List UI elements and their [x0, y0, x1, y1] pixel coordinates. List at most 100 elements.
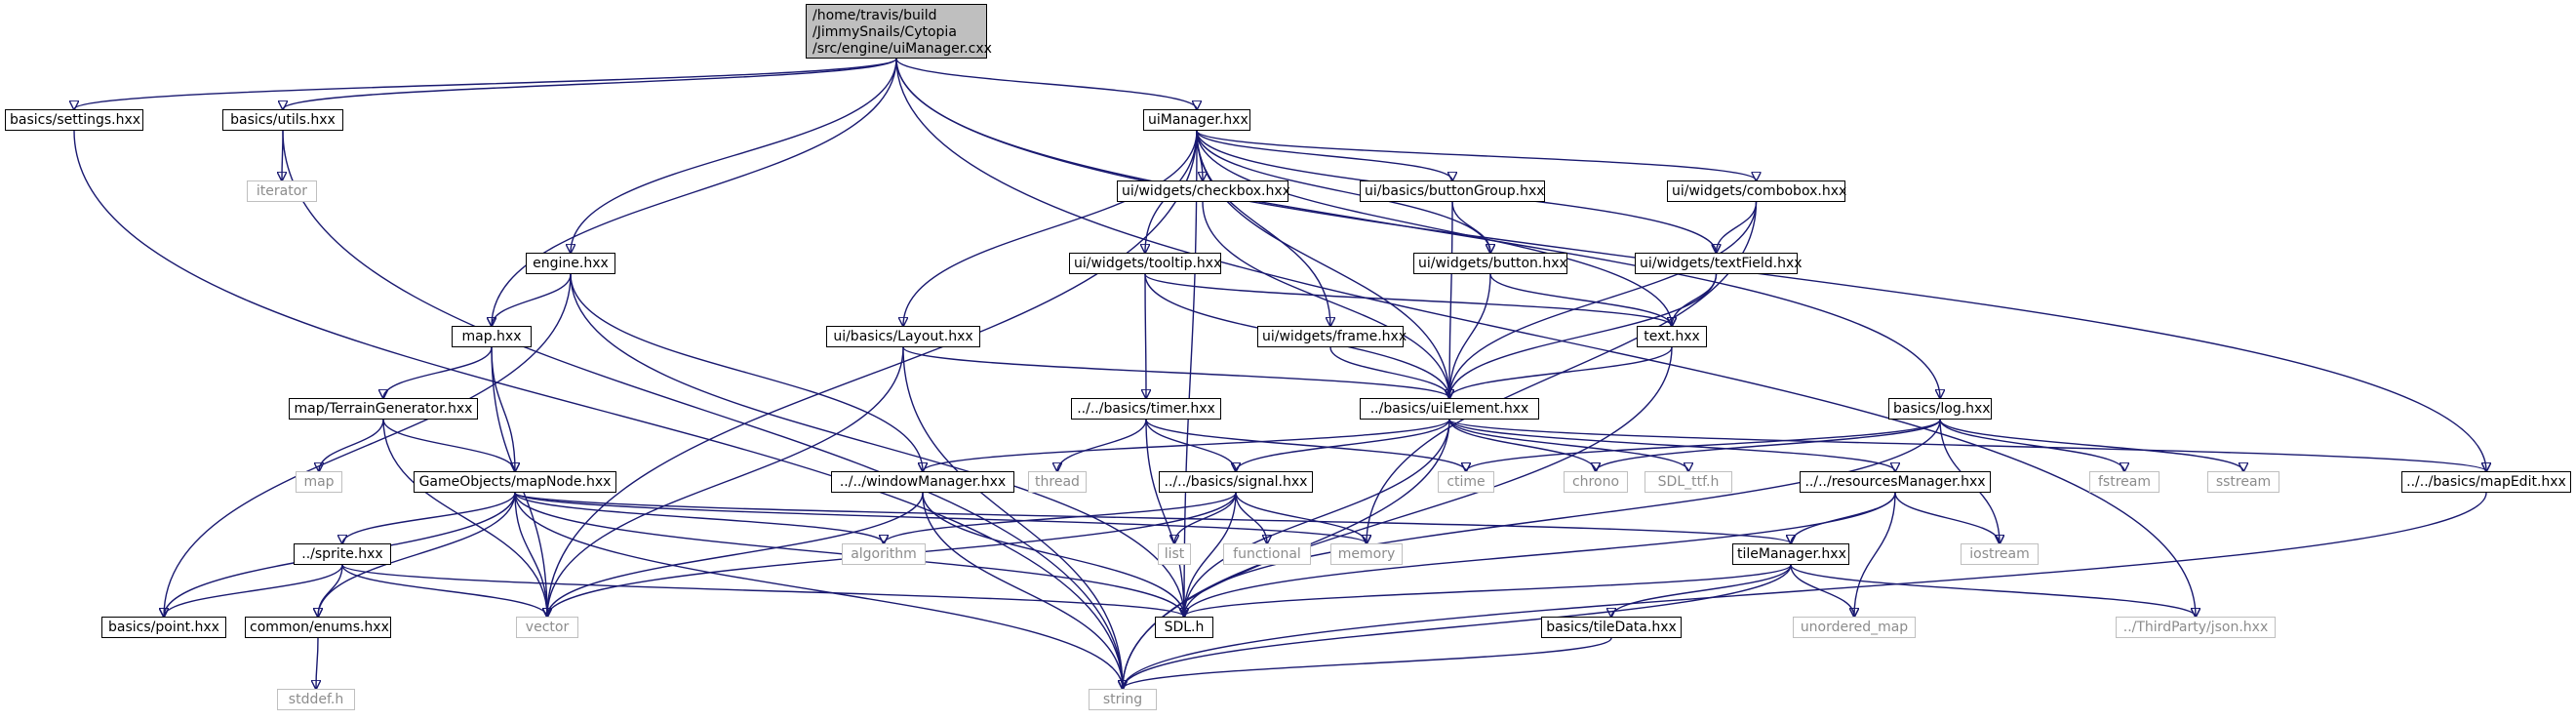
edge-engine-to-map [492, 273, 572, 326]
edge-root-to-engine [571, 58, 897, 253]
edge-resourcesManager-to-sdl [1184, 492, 1896, 617]
node-settings[interactable]: basics/settings.hxx [5, 109, 143, 131]
edge-uiManager_hxx-to-layout [903, 130, 1198, 326]
edge-uiManager_hxx-to-combobox [1196, 130, 1757, 180]
edge-tileManager-to-tileData [1611, 564, 1792, 617]
node-iostream: iostream [1961, 543, 2039, 565]
edge-uiElement-to-resourcesManager [1448, 419, 1895, 471]
node-signal[interactable]: ../../basics/signal.hxx [1159, 471, 1313, 493]
node-mapedit[interactable]: ../../basics/mapEdit.hxx [2401, 471, 2571, 493]
node-frame[interactable]: ui/widgets/frame.hxx [1257, 326, 1407, 347]
node-point[interactable]: basics/point.hxx [101, 617, 226, 638]
edge-uiElement-to-mapEdit [1448, 419, 2486, 471]
edge-uiElement-to-windowManager [923, 419, 1450, 471]
node-mapnode[interactable]: GameObjects/mapNode.hxx [414, 471, 616, 493]
node-tilemanager[interactable]: tileManager.hxx [1732, 543, 1849, 565]
edge-root-to-map [492, 58, 897, 326]
edge-root-to-settings [74, 58, 897, 109]
edge-layout-to-uiElement [902, 346, 1449, 398]
edge-signal-to-memory [1235, 492, 1367, 543]
edge-log-to-fstream [1939, 419, 2124, 471]
node-timer[interactable]: ../../basics/timer.hxx [1071, 398, 1221, 420]
node-memory: memory [1330, 543, 1403, 565]
edge-uiElement-to-sdl_ttf [1448, 419, 1688, 471]
edge-log-to-chrono [1596, 419, 1941, 471]
edge-utils-to-iterator [282, 130, 283, 180]
node-sdl[interactable]: SDL.h [1155, 617, 1213, 638]
node-iterator: iterator [247, 180, 317, 202]
edge-checkbox-to-uiElement [1202, 201, 1449, 398]
edge-terrainGen-to-vector [382, 419, 547, 617]
edge-uiManager_hxx-to-uiElement [1196, 130, 1449, 398]
edge-combobox-to-uiElement [1449, 201, 1758, 398]
edge-map-to-terrainGen [383, 346, 493, 398]
edge-log-to-ctime [1466, 419, 1941, 471]
node-windowmanager[interactable]: ../../windowManager.hxx [831, 471, 1014, 493]
node-textfield[interactable]: ui/widgets/textField.hxx [1635, 253, 1803, 274]
edge-tileData-to-string [1123, 637, 1612, 689]
node-vector: vector [516, 617, 578, 638]
edge-root-to-utils [283, 58, 897, 109]
node-sprite[interactable]: ../sprite.hxx [294, 543, 391, 565]
edge-tooltip-to-text [1144, 273, 1672, 326]
node-map[interactable]: map.hxx [452, 326, 532, 347]
node-resourcesmanager[interactable]: ../../resourcesManager.hxx [1800, 471, 1991, 493]
edge-layout-to-vector [547, 346, 904, 617]
node-stddef: stddef.h [277, 689, 355, 710]
node-combobox[interactable]: ui/widgets/combobox.hxx [1667, 180, 1846, 202]
node-utils[interactable]: basics/utils.hxx [222, 109, 343, 131]
edge-enums-to-stddef [316, 637, 318, 689]
edge-sprite-to-point [164, 564, 343, 617]
edge-button-to-uiElement [1449, 273, 1491, 398]
edge-mapNode-to-algorithm [514, 492, 884, 543]
edge-windowManager-to-sdl [922, 492, 1184, 617]
node-checkbox[interactable]: ui/widgets/checkbox.hxx [1117, 180, 1290, 202]
node-tooltip[interactable]: ui/widgets/tooltip.hxx [1069, 253, 1221, 274]
root-line-3: /src/engine/uiManager.cxx [812, 41, 992, 57]
edge-engine-to-windowManager [570, 273, 923, 471]
edge-utils-to-string [282, 130, 1123, 689]
edge-mapNode-to-sprite [342, 492, 516, 543]
edge-signal-to-list [1174, 492, 1237, 543]
edge-terrainGen-to-map_std [319, 419, 384, 471]
edge-uiManager_hxx-to-buttonGroup [1196, 130, 1452, 180]
edge-map-to-mapNode [491, 346, 515, 471]
node-enums[interactable]: common/enums.hxx [245, 617, 391, 638]
edge-buttonGroup-to-button [1451, 201, 1490, 253]
edge-log-to-sdl [1184, 419, 1941, 617]
node-fstream: fstream [2089, 471, 2160, 493]
node-tiledata[interactable]: basics/tileData.hxx [1541, 617, 1682, 638]
edge-root-to-json [895, 58, 2196, 617]
edge-mapNode-to-tileManager [514, 492, 1791, 543]
edge-tileManager-to-json [1790, 564, 2196, 617]
node-button[interactable]: ui/widgets/button.hxx [1413, 253, 1567, 274]
node-uielement[interactable]: ../basics/uiElement.hxx [1360, 398, 1539, 420]
node-engine[interactable]: engine.hxx [526, 253, 615, 274]
node-ctime: ctime [1438, 471, 1494, 493]
edge-sprite-to-enums [318, 564, 343, 617]
edge-resourcesManager-to-iostream [1894, 492, 2000, 543]
edge-signal-to-functional [1235, 492, 1267, 543]
edge-textField-to-uiElement [1449, 273, 1718, 398]
edge-resourcesManager-to-tileManager [1791, 492, 1896, 543]
node-uimanager-hxx[interactable]: uiManager.hxx [1143, 109, 1250, 131]
edge-windowManager-to-string [922, 492, 1123, 689]
edge-timer-to-ctime [1145, 419, 1466, 471]
edge-textField-to-text [1672, 273, 1718, 326]
node-terraingenerator[interactable]: map/TerrainGenerator.hxx [289, 398, 478, 420]
edge-text-to-uiElement [1449, 346, 1673, 398]
node-text[interactable]: text.hxx [1637, 326, 1707, 347]
edge-uiElement-to-chrono [1448, 419, 1596, 471]
edge-windowManager-to-vector [547, 492, 924, 617]
node-layout[interactable]: ui/basics/Layout.hxx [826, 326, 980, 347]
node-log[interactable]: basics/log.hxx [1888, 398, 1992, 420]
edge-settings-to-string [73, 130, 1123, 689]
edge-terrainGen-to-mapNode [382, 419, 515, 471]
node-unordered-map: unordered_map [1793, 617, 1916, 638]
edge-button-to-text [1489, 273, 1672, 326]
root-file-node[interactable]: /home/travis/build /JimmySnails/Cytopia … [806, 4, 992, 59]
edge-mapEdit-to-string [1123, 492, 2487, 689]
node-chrono: chrono [1564, 471, 1628, 493]
node-buttongroup[interactable]: ui/basics/buttonGroup.hxx [1360, 180, 1545, 202]
